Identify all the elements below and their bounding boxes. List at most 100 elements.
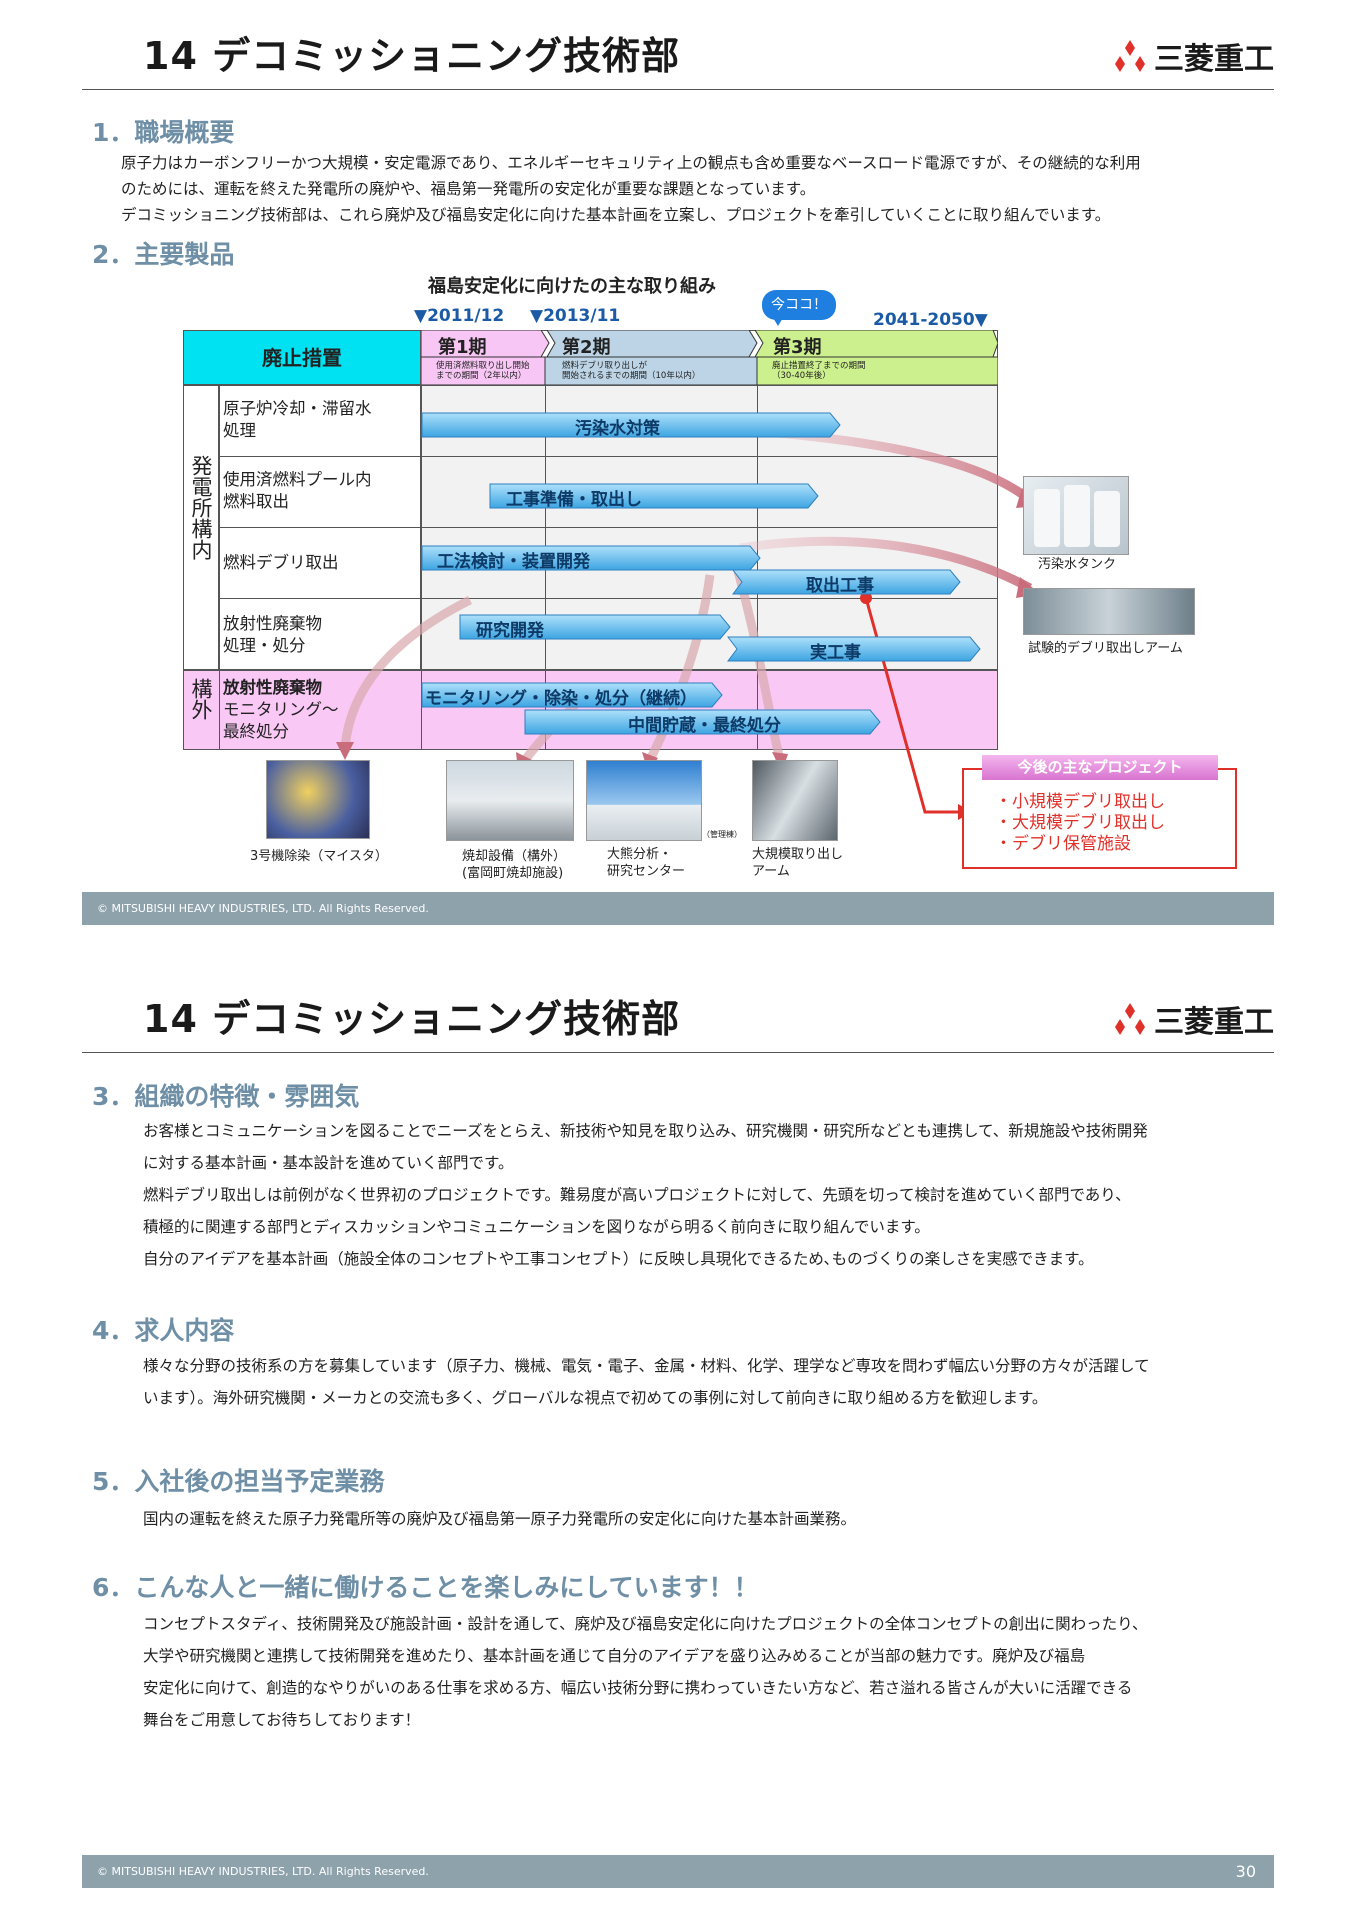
page1-title: 14 デコミッショニング技術部 (143, 34, 681, 78)
section-5-line: 国内の運転を終えた原子力発電所等の廃炉及び福島第一原子力発電所の安定化に向けた基… (143, 1510, 857, 1528)
arrow-label-construction: 実工事 (810, 643, 861, 663)
arrow-label-monitoring: モニタリング・除染・処分（継続） (425, 689, 697, 709)
row-label-line: 使用済燃料プール内 (223, 470, 372, 489)
col-divider (757, 385, 758, 750)
caption-line: アーム (752, 864, 790, 879)
photo-tank (1023, 476, 1129, 555)
mitsubishi-diamonds-icon (1115, 1003, 1145, 1035)
brand-name: 三菱重工 (1154, 42, 1274, 77)
section-3-body: お客様とコミュニケーションを図ることでニーズをとらえ、新技術や知見を取り込み、研… (143, 1115, 1273, 1275)
caption-line: 大熊分析・ (607, 847, 673, 862)
row-label-debris: 燃料デブリ取出 (223, 552, 339, 574)
photo-decontamination (266, 760, 370, 839)
arrow-label-water: 汚染水対策 (575, 419, 660, 439)
phase-2-desc-line: 燃料デブリ取り出しが (562, 361, 648, 371)
mitsubishi-diamonds-icon (1115, 40, 1145, 72)
arrow-label-storage: 中間貯蔵・最終処分 (628, 716, 781, 736)
section-3-line: 燃料デブリ取出しは前例がなく世界初のプロジェクトです。難易度が高いプロジェクトに… (143, 1186, 1131, 1204)
section-3-heading: 3．組織の特徴・雰囲気 (92, 1082, 360, 1111)
caption-decontamination: 3号機除染（マイスタ） (250, 849, 388, 864)
row-divider (219, 527, 998, 528)
caption-line: (富岡町焼却施設) (462, 866, 564, 881)
phase-1-desc: 使用済燃料取り出し開始 までの期間（2年以内） (436, 361, 530, 381)
project-item: ・大規模デブリ取出し (995, 813, 1165, 833)
row-label-line: 最終処分 (223, 722, 289, 741)
caption-incinerator: 焼却設備（構外） (富岡町焼却施設) (462, 848, 566, 882)
tank-shape (1094, 491, 1120, 547)
row-divider (219, 598, 998, 599)
section-1-body: 原子力はカーボンフリーかつ大規模・安定電源であり、エネルギーセキュリティ上の観点… (121, 150, 1261, 228)
brand-logo: 三菱重工 (1112, 34, 1274, 78)
side-in-cell (183, 385, 219, 670)
row-label-pool: 使用済燃料プール内 燃料取出 (223, 469, 372, 513)
future-projects-heading: 今後の主なプロジェクト (982, 755, 1218, 780)
section-4-line: 様々な分野の技術系の方を募集しています（原子力、機械、電気・電子、金属・材料、化… (143, 1357, 1150, 1375)
project-item: ・小規模デブリ取出し (995, 792, 1165, 812)
phase-1-desc-line: までの期間（2年以内） (436, 371, 527, 381)
row-label-line: 処理 (223, 421, 256, 440)
section-5-body: 国内の運転を終えた原子力発電所等の廃炉及び福島第一原子力発電所の安定化に向けた基… (143, 1503, 1273, 1535)
section-3-line: 積極的に関連する部門とディスカッションやコミュニケーションを図りながら明るく前向… (143, 1218, 930, 1236)
section-6-line: 安定化に向けて、創造的なやりがいのある仕事を求める方、幅広い技術分野に携わってい… (143, 1679, 1133, 1697)
row-label-cooling: 原子炉冷却・滞留水 処理 (223, 398, 372, 442)
photo-incinerator (446, 760, 574, 841)
brand-logo: 三菱重工 (1112, 997, 1274, 1041)
project-item: ・デブリ保管施設 (995, 834, 1131, 854)
section-1-line: のためには、運転を終えた発電所の廃炉や、福島第一発電所の安定化が重要な課題となっ… (121, 180, 816, 198)
caption-line: 大規模取り出し (752, 847, 844, 862)
tank-shape (1064, 485, 1090, 547)
section-6-line: コンセプトスタディ、技術開発及び施設計画・設計を通して、廃炉及び福島安定化に向け… (143, 1615, 1148, 1633)
phase-3-desc: 廃止措置終了までの期間 （30-40年後） (772, 361, 866, 381)
caption-research-center: 大熊分析・ 研究センター (607, 846, 685, 880)
caption-admin-tag: （管理棟） (702, 830, 742, 839)
section-4-body: 様々な分野の技術系の方を募集しています（原子力、機械、電気・電子、金属・材料、化… (143, 1350, 1273, 1414)
section-6-line: 大学や研究機関と連携して技術開発を進めたり、基本計画を通じて自分のアイデアを盛り… (143, 1647, 1086, 1665)
section-3-line: 自分のアイデアを基本計画（施設全体のコンセプトや工事コンセプト）に反映し具現化で… (143, 1250, 1094, 1268)
page2-title: 14 デコミッショニング技術部 (143, 997, 681, 1041)
side-in-label: 発電所構内 (186, 455, 216, 560)
section-1-heading: 1．職場概要 (92, 118, 235, 147)
arrow-label-prep: 工事準備・取出し (506, 490, 642, 510)
phase-header (421, 330, 998, 385)
phase-2-desc: 燃料デブリ取り出しが 開始されるまでの期間（10年以内） (562, 361, 700, 381)
phase-1-desc-line: 使用済燃料取り出し開始 (436, 361, 530, 371)
brand-name: 三菱重工 (1154, 1005, 1274, 1040)
section-1-line: デコミッショニング技術部は、これら廃炉及び福島安定化に向けた基本計画を立案し、プ… (121, 206, 1111, 224)
row-label-waste: 放射性廃棄物 処理・処分 (223, 613, 322, 657)
row-label-line: 燃料取出 (223, 492, 289, 511)
side-out-label: 構外 (186, 678, 216, 720)
section-1-line: 原子力はカーボンフリーかつ大規模・安定電源であり、エネルギーセキュリティ上の観点… (121, 154, 1141, 172)
section-2-heading: 2．主要製品 (92, 240, 235, 269)
date-2013: ▼2013/11 (530, 306, 621, 326)
photo-large-arm (752, 760, 838, 841)
side-out-text: 構外 (189, 678, 213, 720)
header-divider (82, 89, 1274, 90)
tank-shape (1034, 489, 1060, 547)
row-label-line: モニタリング～ (223, 700, 339, 719)
section-4-heading: 4．求人内容 (92, 1316, 235, 1345)
caption-arm: 試験的デブリ取出しアーム (1028, 641, 1183, 656)
task-arrows (421, 412, 981, 735)
section-3-line: に対する基本計画・基本設計を進めていく部門です。 (143, 1154, 514, 1172)
col-divider (421, 670, 422, 750)
row-label-line: 放射性廃棄物 (223, 614, 322, 633)
row-label-line: 原子炉冷却・滞留水 (223, 399, 372, 418)
col-divider (219, 670, 220, 750)
caption-tank: 汚染水タンク (1038, 557, 1117, 572)
arrow-label-rnd: 研究開発 (476, 621, 544, 641)
arrow-label-removal: 取出工事 (806, 576, 874, 596)
photo-arm (1023, 588, 1195, 635)
caption-large-arm: 大規模取り出し アーム (752, 846, 843, 880)
diagram-title: 福島安定化に向けたの主な取り組み (428, 276, 716, 297)
caption-line: 焼却設備（構外） (462, 849, 567, 864)
arrow-label-method: 工法検討・装置開発 (437, 552, 590, 572)
header-divider (82, 1052, 1274, 1053)
date-2041: 2041-2050▼ (873, 310, 988, 330)
phase-2-name: 第2期 (562, 337, 611, 358)
section-6-body: コンセプトスタディ、技術開発及び施設計画・設計を通して、廃炉及び福島安定化に向け… (143, 1608, 1273, 1736)
row-label-line: 燃料デブリ取出 (223, 553, 339, 572)
page2-footer: © MITSUBISHI HEAVY INDUSTRIES, LTD. All … (82, 1855, 1274, 1888)
section-5-heading: 5．入社後の担当予定業務 (92, 1467, 385, 1496)
phase-2-desc-line: 開始されるまでの期間（10年以内） (562, 371, 701, 381)
side-in-text: 発電所構内 (189, 455, 213, 560)
